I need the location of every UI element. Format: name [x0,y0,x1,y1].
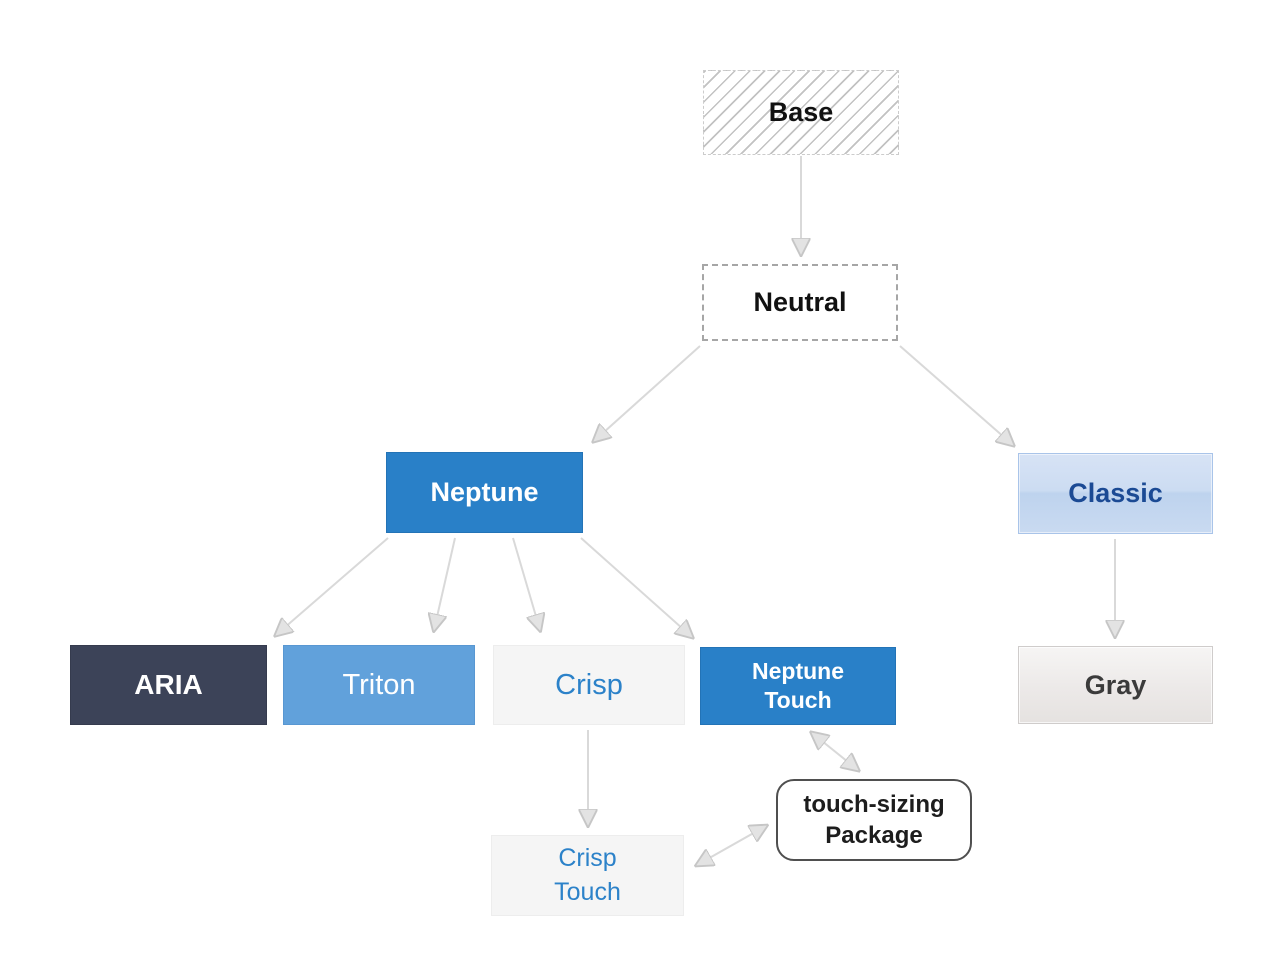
edge-neutral-neptune [594,345,701,441]
node-touch-sizing-package-label: touch-sizing Package [803,790,945,849]
node-aria: ARIA [70,645,267,725]
edge-neptune-aria [276,537,389,635]
node-neptune-label: Neptune [430,477,539,507]
node-touch-sizing-package: touch-sizing Package [776,779,972,861]
node-base: Base [703,70,899,155]
node-gray-label: Gray [1084,669,1147,700]
node-neptune-touch-label: Neptune Touch [752,658,844,713]
node-gray: Gray [1018,646,1213,724]
node-base-label: Base [768,97,834,127]
edge-neutral-classic [899,345,1013,445]
node-neutral-label: Neutral [753,287,847,317]
edge-neptune-triton [434,537,456,630]
node-aria-label: ARIA [134,669,203,700]
node-crisp-touch-label: Crisp Touch [554,843,621,906]
node-crisp-label: Crisp [555,668,623,701]
edge-neptune-touch-touch-sizing [812,733,858,770]
node-crisp-touch: Crisp Touch [491,835,684,916]
edge-neptune-neptune-touch [580,537,692,637]
node-neptune: Neptune [386,452,583,533]
node-crisp: Crisp [493,645,685,725]
edge-crisp-touch-touch-sizing [697,826,766,865]
node-neutral: Neutral [702,264,898,341]
node-neptune-touch: Neptune Touch [700,647,896,725]
node-classic-label: Classic [1068,478,1163,508]
edge-neptune-crisp [512,537,540,630]
node-classic: Classic [1018,453,1213,534]
node-triton-label: Triton [342,668,416,701]
node-triton: Triton [283,645,475,725]
